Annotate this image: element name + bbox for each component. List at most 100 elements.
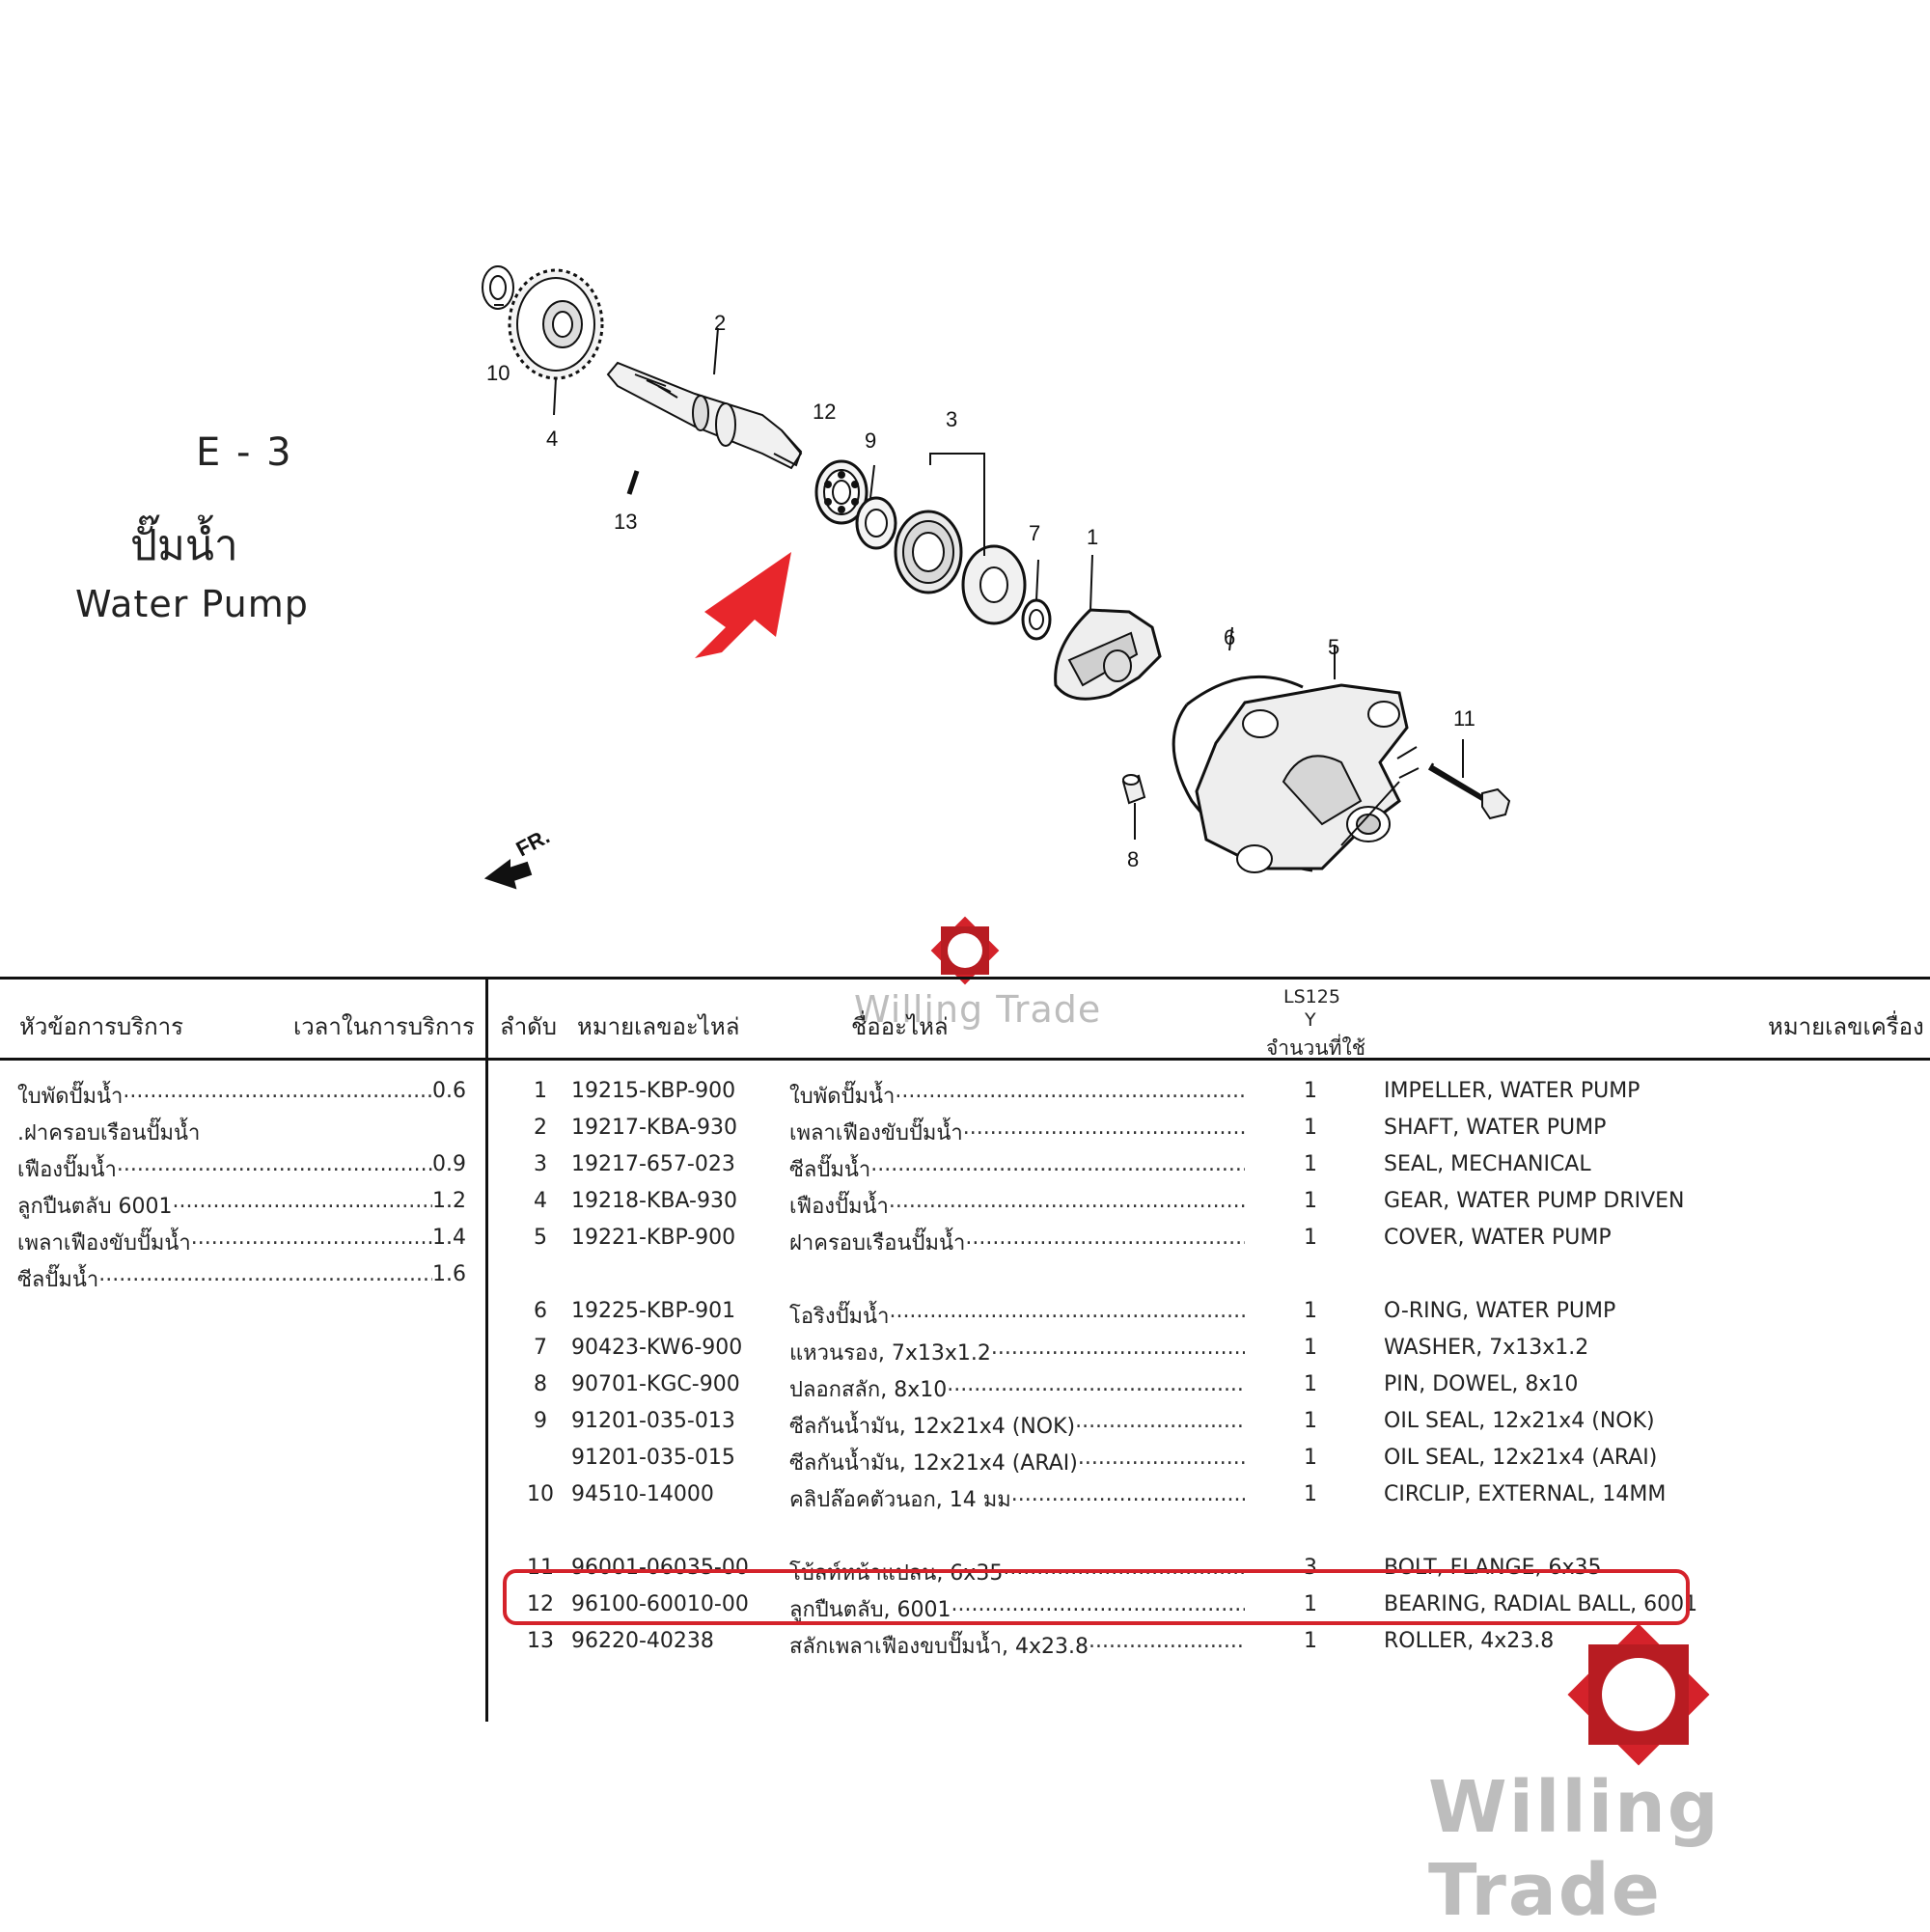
watermark-text-large: Willing Trade [1428, 1766, 1721, 1932]
part-number: 96100-60010-00 [571, 1592, 749, 1616]
dot-leader: ........................................… [962, 1116, 1245, 1140]
dot-leader: ........................................… [1089, 1629, 1245, 1653]
part-name-thai-text: เพลาเฟืองขับปั๊มน้ำ [789, 1121, 963, 1145]
part-ref-number: 11 [527, 1556, 554, 1580]
table-header-rule [0, 1058, 1930, 1061]
part-name-thai: ลูกปืนตลับ, 6001........................… [789, 1592, 1245, 1626]
callout-label-8: 8 [1127, 847, 1139, 871]
part-name-english: OIL SEAL, 12x21x4 (ARAI) [1384, 1446, 1658, 1470]
service-item-name: ซีลปั๊มน้ำ [17, 1268, 99, 1292]
part-quantity: 3 [1304, 1556, 1317, 1580]
part-name-english: SEAL, MECHANICAL [1384, 1152, 1591, 1176]
part-number: 19217-KBA-930 [571, 1116, 737, 1140]
header-service-item: หัวข้อการบริการ [19, 1013, 184, 1040]
callout-label-7: 7 [1029, 521, 1040, 545]
dot-leader: ........................................… [870, 1152, 1245, 1176]
part-name-thai-text: ซีลกันน้ำมัน, 12x21x4 (NOK) [789, 1415, 1076, 1439]
dowel-pin-part-8 [1121, 774, 1146, 840]
callout-label-3: 3 [946, 407, 957, 431]
service-item-time: 0.6 [432, 1079, 466, 1103]
header-no: ลำดับ [500, 1013, 558, 1040]
service-item-row: ใบพัดปั๊มน้ำ............................… [17, 1079, 466, 1113]
part-ref-number: 2 [534, 1116, 547, 1140]
part-ref-number: 4 [534, 1189, 547, 1213]
part-name-thai: ใบพัดปั๊มน้ำ............................… [789, 1079, 1245, 1113]
oil-seal-part-9 [855, 464, 897, 550]
dot-leader: ........................................… [1003, 1556, 1245, 1580]
page-title-english: Water Pump [75, 583, 309, 625]
table-column-divider [485, 979, 488, 1722]
section-code: E - 3 [196, 430, 293, 475]
page-title-thai: ปั๊มน้ำ [130, 521, 238, 570]
service-item-row: เฟืองปั๊มน้ำ............................… [17, 1152, 466, 1186]
part-name-thai: โบ้ลท์หน้าแปลน, 6x35....................… [789, 1556, 1245, 1589]
part-name-thai-text: ลูกปืนตลับ, 6001 [789, 1598, 951, 1622]
part-number: 19217-657-023 [571, 1152, 735, 1176]
part-ref-number: 7 [534, 1336, 547, 1360]
service-item-name: ใบพัดปั๊มน้ำ [17, 1085, 124, 1109]
part-number: 91201-035-013 [571, 1409, 735, 1433]
callout-label-10: 10 [486, 361, 510, 385]
callout-label-5: 5 [1328, 635, 1339, 659]
part-name-thai-text: สลักเพลาเฟืองขบปั๊มน้ำ, 4x23.8 [789, 1635, 1089, 1659]
willing-trade-logo-small [930, 916, 1000, 985]
header-part-number: หมายเลขอะไหล่ [577, 1013, 740, 1040]
part-number: 90423-KW6-900 [571, 1336, 743, 1360]
watermark-text-small: Willing Trade [854, 988, 1102, 1031]
part-quantity: 1 [1304, 1079, 1317, 1103]
service-item-name: เฟืองปั๊มน้ำ [17, 1158, 117, 1182]
part-name-thai: ฝาครอบเรือนปั๊มน้ำ......................… [789, 1226, 1245, 1259]
part-quantity: 1 [1304, 1372, 1317, 1396]
part-name-thai: คลิปล๊อคตัวนอก, 14 มม...................… [789, 1482, 1245, 1516]
impeller-part-1 [1054, 554, 1162, 701]
part-quantity: 1 [1304, 1446, 1317, 1470]
service-item-name: ลูกปืนตลับ 6001 [17, 1195, 173, 1219]
part-ref-number: 8 [534, 1372, 547, 1396]
front-direction-arrow [483, 859, 533, 890]
part-name-english: OIL SEAL, 12x21x4 (NOK) [1384, 1409, 1655, 1433]
part-name-thai: ปลอกสลัก, 8x10..........................… [789, 1372, 1245, 1406]
part-ref-number: 13 [527, 1629, 554, 1653]
part-name-thai-text: แหวนรอง, 7x13x1.2 [789, 1341, 991, 1366]
part-name-english: ROLLER, 4x23.8 [1384, 1629, 1555, 1653]
washer-part-7 [1021, 559, 1052, 641]
part-number: 96001-06035-00 [571, 1556, 749, 1580]
service-item-time: 0.9 [432, 1152, 466, 1176]
part-name-english: BOLT, FLANGE, 6x35 [1384, 1556, 1602, 1580]
part-name-thai-text: ปลอกสลัก, 8x10 [789, 1378, 948, 1402]
part-number: 94510-14000 [571, 1482, 714, 1506]
dot-leader: ........................................… [172, 1189, 432, 1213]
dot-leader: ........................................… [990, 1336, 1245, 1360]
dot-leader: ........................................… [965, 1226, 1245, 1250]
part-ref-number: 12 [527, 1592, 554, 1616]
header-part-name: ชื่ออะไหล่ [851, 1013, 949, 1040]
dot-leader: ........................................… [895, 1079, 1245, 1103]
part-ref-number: 5 [534, 1226, 547, 1250]
part-name-thai-text: ซีลปั๊มน้ำ [789, 1158, 871, 1182]
callout-label-1: 1 [1087, 525, 1098, 549]
front-label: FR. [512, 824, 554, 862]
part-name-thai-text: ซีลกันน้ำมัน, 12x21x4 (ARAI) [789, 1451, 1078, 1476]
dot-leader: ........................................… [888, 1189, 1245, 1213]
part-name-thai: เฟืองปั๊มน้ำ............................… [789, 1189, 1245, 1223]
service-item-name: เพลาเฟืองขับปั๊มน้ำ [17, 1231, 191, 1256]
willing-trade-logo-large [1567, 1623, 1710, 1766]
dot-leader: ........................................… [951, 1592, 1245, 1616]
service-item-row: ซีลปั๊มน้ำ..............................… [17, 1262, 466, 1296]
part-name-thai-text: เฟืองปั๊มน้ำ [789, 1195, 889, 1219]
part-quantity: 1 [1304, 1152, 1317, 1176]
part-quantity: 1 [1304, 1592, 1317, 1616]
bearing-part-12 [814, 459, 868, 525]
callout-label-11: 11 [1453, 706, 1475, 731]
part-name-thai: แหวนรอง, 7x13x1.2.......................… [789, 1336, 1245, 1369]
part-quantity: 1 [1304, 1189, 1317, 1213]
service-item-time: 1.6 [432, 1262, 466, 1286]
part-quantity: 1 [1304, 1116, 1317, 1140]
dot-leader: ........................................… [947, 1372, 1245, 1396]
circlip-part-10 [482, 265, 514, 310]
part-name-english: COVER, WATER PUMP [1384, 1226, 1612, 1250]
part-name-thai-text: คลิปล๊อคตัวนอก, 14 มม [789, 1488, 1011, 1512]
part-number: 90701-KGC-900 [571, 1372, 740, 1396]
part-number: 19221-KBP-900 [571, 1226, 736, 1250]
exploded-parts-diagram: 10 4 2 13 12 9 3 7 1 6 5 11 8 FR. [482, 265, 1511, 890]
